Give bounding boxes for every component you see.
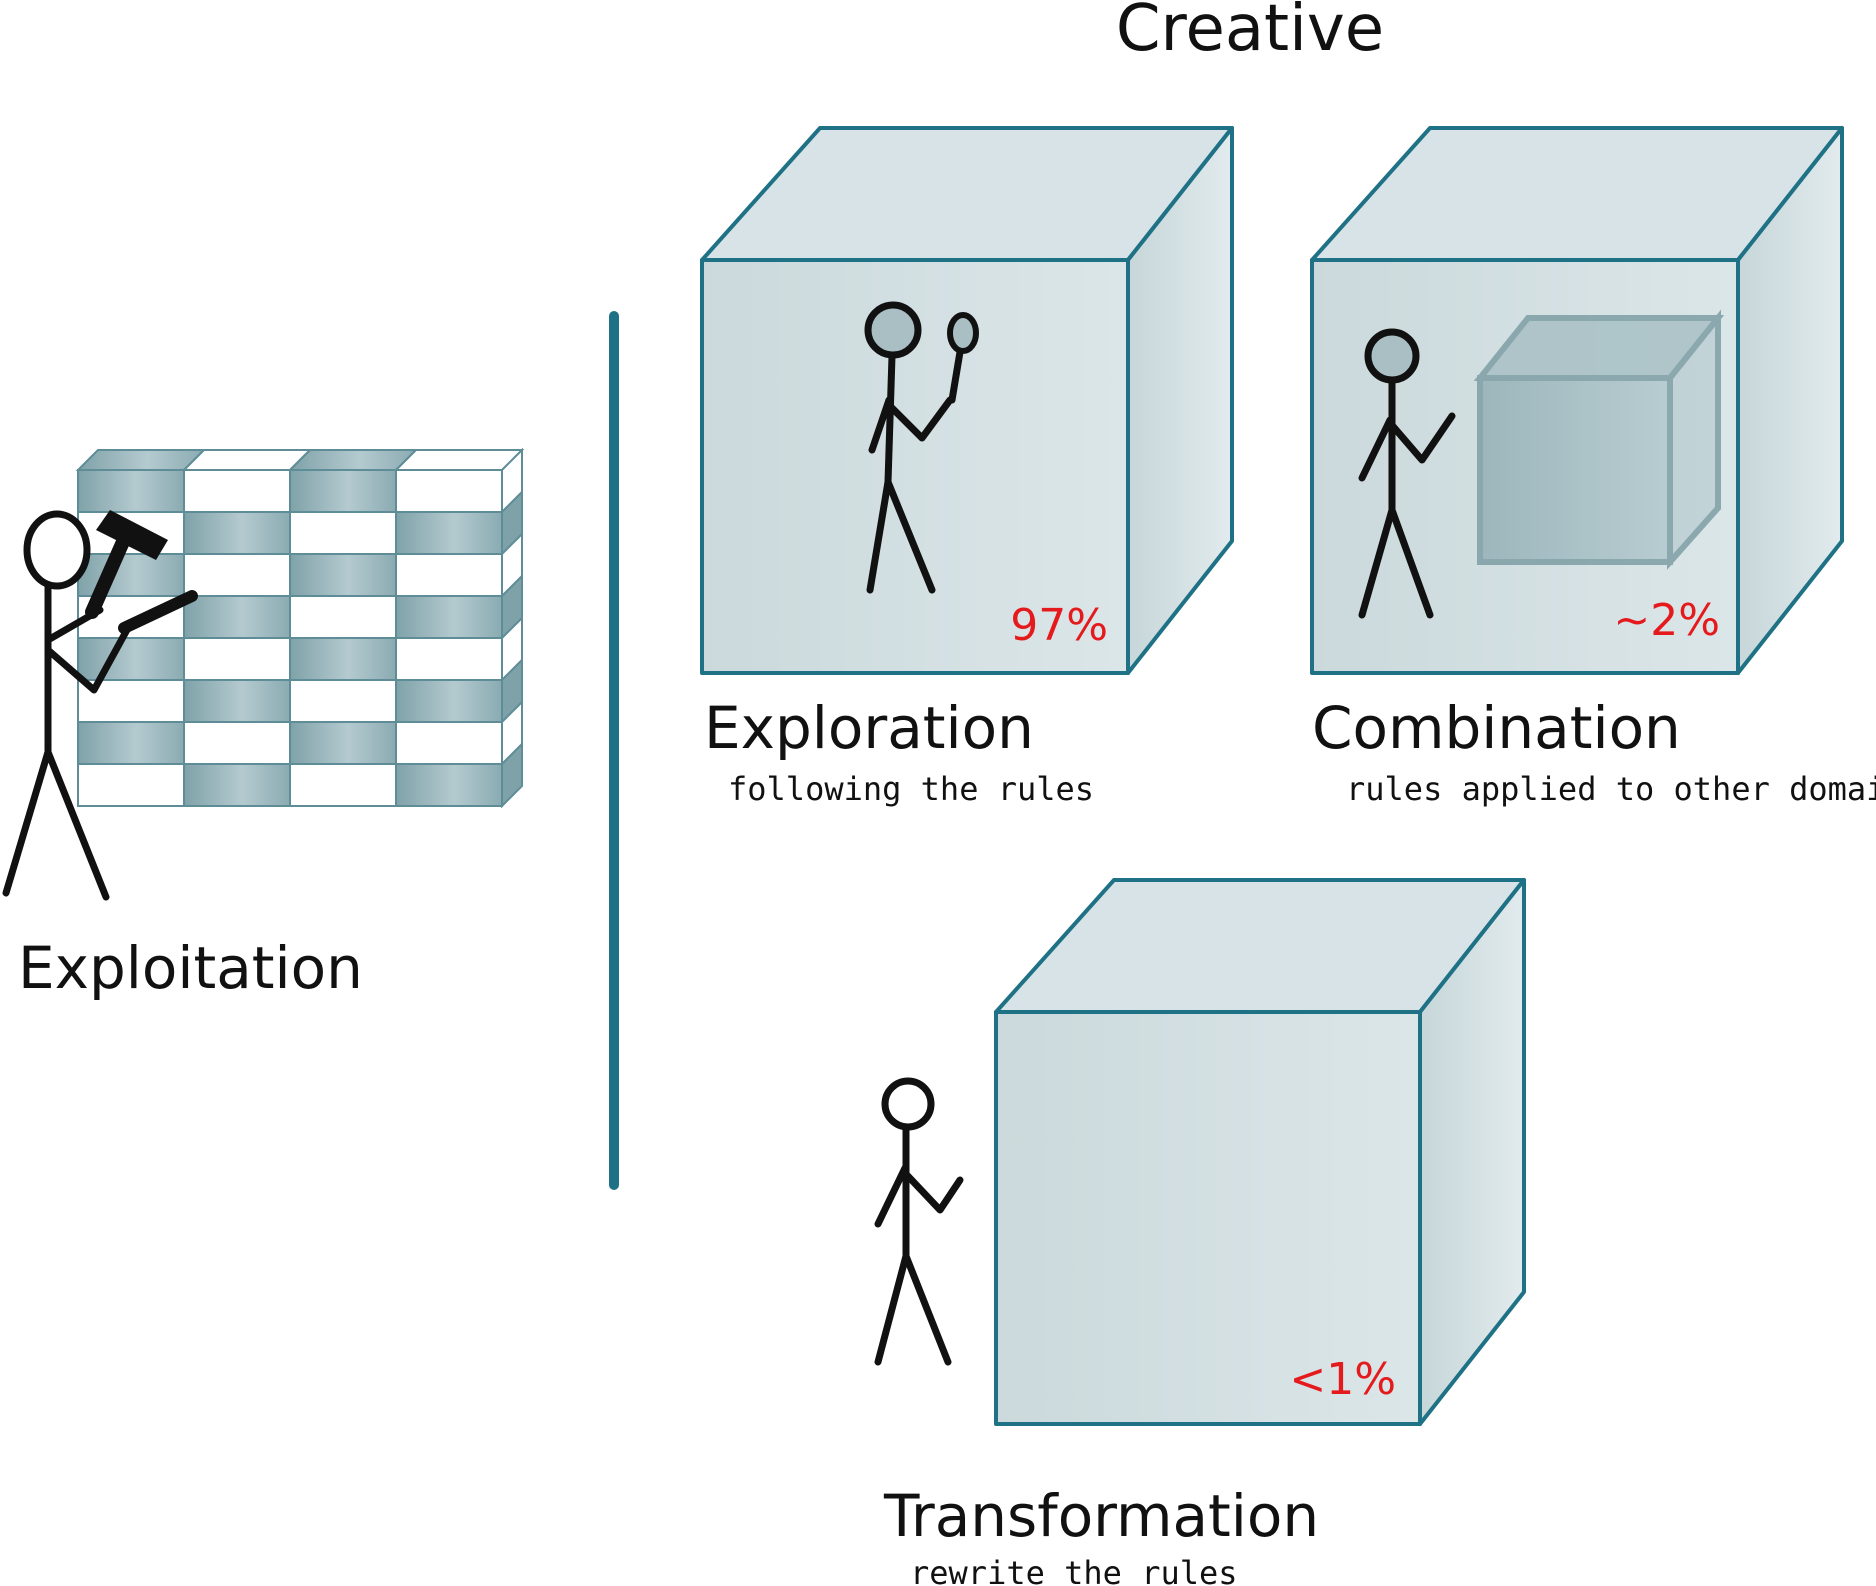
diagram-title: Creative: [1116, 0, 1384, 66]
figure-head: [23, 510, 91, 590]
transformation-percent: <1%: [1289, 1354, 1396, 1405]
wall-brick: [289, 763, 397, 807]
figure-head: [864, 301, 922, 359]
wall-brick: [289, 511, 397, 555]
wall-brick: [289, 469, 397, 513]
wall-brick: [77, 763, 185, 807]
exploitation-figure: [2, 510, 198, 901]
figure-head: [881, 1077, 935, 1131]
wall-brick: [289, 595, 397, 639]
wall-brick: [289, 553, 397, 597]
brick-wall: [75, 447, 525, 809]
combiner-figure: [1358, 328, 1456, 619]
wall-top-brick: [75, 449, 207, 471]
wall-brick: [395, 637, 503, 681]
wall-brick: [289, 679, 397, 723]
wall-brick: [395, 721, 503, 765]
hammer-head-icon: [96, 510, 168, 560]
figure-head: [1364, 328, 1420, 384]
hammer-handle-icon: [85, 528, 133, 619]
combination-percent: ~2%: [1613, 595, 1720, 646]
exploration-percent: 97%: [1010, 600, 1108, 651]
exploration-cube: [700, 126, 1234, 675]
wall-brick: [289, 721, 397, 765]
combination-label: Combination: [1312, 694, 1681, 762]
wall-brick: [183, 763, 291, 807]
wall-brick: [395, 763, 503, 807]
wall-brick: [183, 553, 291, 597]
wall-brick: [77, 721, 185, 765]
wall-brick: [395, 595, 503, 639]
exploitation-label: Exploitation: [18, 934, 363, 1002]
exploration-label: Exploration: [704, 694, 1034, 762]
wall-brick: [183, 721, 291, 765]
wall-brick: [183, 637, 291, 681]
exploration-sublabel: following the rules: [728, 770, 1094, 808]
transformation-label: Transformation: [883, 1482, 1319, 1550]
transformation-cube: [994, 878, 1526, 1426]
explorer-figure: [864, 301, 979, 594]
combination-sublabel: rules applied to other domain: [1346, 770, 1876, 808]
wall-brick: [395, 679, 503, 723]
transformer-figure: [874, 1077, 964, 1366]
wall-brick: [77, 637, 185, 681]
inner-cube: [1473, 309, 1725, 570]
wall-brick: [395, 511, 503, 555]
wall-brick: [183, 595, 291, 639]
wall-brick: [77, 553, 185, 597]
wall-brick: [395, 469, 503, 513]
chisel-icon: [118, 590, 198, 634]
magnifier-icon: [947, 312, 979, 354]
wall-top-brick: [393, 449, 525, 471]
wall-top-brick: [181, 449, 313, 471]
wall-brick: [77, 469, 185, 513]
wall-brick: [183, 469, 291, 513]
transformation-sublabel: rewrite the rules: [910, 1554, 1238, 1586]
wall-brick: [183, 679, 291, 723]
wall-brick: [289, 637, 397, 681]
wall-brick: [183, 511, 291, 555]
wall-brick: [395, 553, 503, 597]
wall-top-brick: [287, 449, 419, 471]
